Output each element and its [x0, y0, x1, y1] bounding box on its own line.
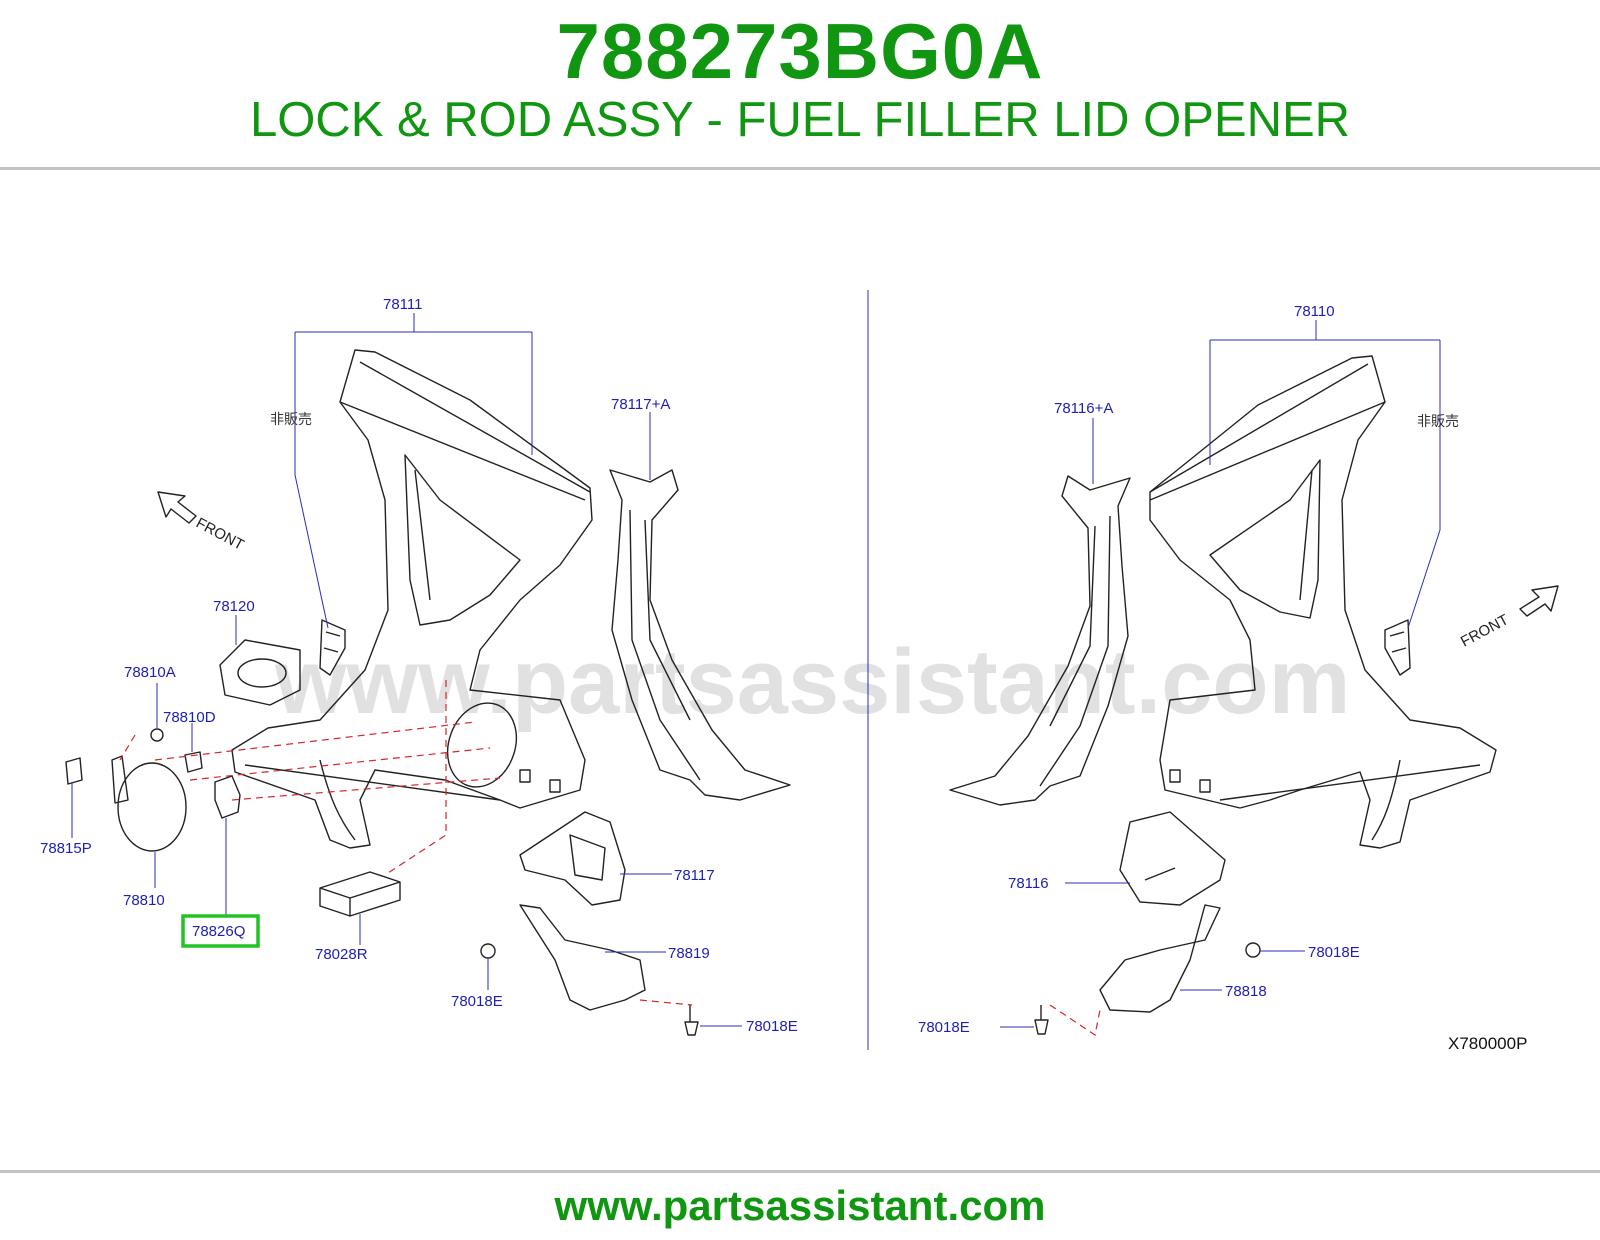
callout-78815p[interactable]: 78815P	[40, 840, 92, 857]
header-divider	[0, 167, 1600, 170]
front-arrow-right-icon	[1519, 585, 1559, 617]
leader-not-for-sale-left	[294, 440, 329, 629]
fuel-filler-lid-78810	[111, 755, 187, 852]
callout-78818[interactable]: 78818	[1225, 983, 1267, 1000]
leader-78111	[294, 313, 533, 455]
bumper-78810d	[184, 751, 203, 773]
front-label-left: FRONT	[193, 515, 247, 554]
clip-78018e-left-lower	[684, 1005, 699, 1036]
left-striker-bracket	[319, 619, 346, 676]
callout-78116a[interactable]: 78116+A	[1054, 400, 1113, 417]
lock-rod-78826q	[214, 775, 241, 819]
right-striker-bracket	[1384, 619, 1411, 676]
clip-78018e-right-upper	[1245, 942, 1261, 958]
gusset-78117	[519, 811, 626, 906]
left-quarter-panel	[231, 349, 593, 849]
front-arrow-left-icon	[157, 491, 197, 524]
diagram-reference-code: X780000P	[1448, 1034, 1527, 1053]
part-number: 788273BG0A	[556, 7, 1044, 95]
left-inner-pillar	[609, 469, 791, 801]
leader-not-for-sale-right	[1407, 440, 1441, 629]
not-for-sale-label-left: 非販売	[270, 412, 312, 428]
callout-78826q[interactable]: 78826Q	[192, 923, 245, 940]
left-assembly-line-3	[189, 747, 491, 781]
right-quarter-panel	[1149, 355, 1497, 849]
callout-78120[interactable]: 78120	[213, 598, 255, 615]
parts-diagram: www.partsassistant.com	[40, 290, 1559, 1053]
clip-78018e-left-upper	[480, 943, 496, 959]
leader-78110	[1209, 320, 1441, 465]
left-assembly-line-1	[119, 734, 136, 761]
callout-78116[interactable]: 78116	[1008, 875, 1049, 892]
pad-78028r	[319, 871, 401, 917]
part-title: LOCK & ROD ASSY - FUEL FILLER LID OPENER	[249, 93, 1351, 147]
callout-78810a[interactable]: 78810A	[124, 664, 176, 681]
mudguard-78819	[519, 904, 646, 1011]
hinge-78815p	[65, 757, 83, 785]
callout-78117[interactable]: 78117	[674, 867, 715, 884]
callout-78028r[interactable]: 78028R	[315, 946, 368, 963]
bolt-78810a	[150, 728, 164, 742]
callout-78018e-left-upper[interactable]: 78018E	[451, 993, 503, 1010]
left-assembly-line-5	[384, 680, 447, 876]
callout-78826q-highlight	[181, 914, 260, 948]
callout-78018e-right-lower[interactable]: 78018E	[918, 1019, 970, 1036]
callout-78110[interactable]: 78110	[1294, 303, 1335, 320]
left-assembly-line-4	[231, 777, 501, 801]
footer-url[interactable]: www.partsassistant.com	[554, 1182, 1046, 1229]
callout-78018e-right-upper[interactable]: 78018E	[1308, 944, 1360, 961]
left-assembly-line-6	[639, 999, 693, 1006]
not-for-sale-label-right: 非販売	[1417, 414, 1459, 430]
callout-78810[interactable]: 78810	[123, 892, 165, 909]
footer-divider	[0, 1170, 1600, 1173]
mudguard-78818	[1099, 904, 1221, 1013]
watermark-text: www.partsassistant.com	[274, 631, 1350, 733]
page-header: 788273BG0A LOCK & ROD ASSY - FUEL FILLER…	[0, 0, 1600, 170]
gusset-78116	[1119, 811, 1226, 906]
callout-78117a[interactable]: 78117+A	[611, 396, 670, 413]
right-inner-pillar	[949, 475, 1131, 806]
callout-78810d[interactable]: 78810D	[163, 709, 216, 726]
clip-78018e-right-lower	[1034, 1005, 1049, 1035]
filler-base-78120	[219, 639, 301, 706]
front-label-right: FRONT	[1458, 611, 1512, 650]
callout-78111[interactable]: 78111	[383, 296, 423, 313]
callout-78018e-left-lower[interactable]: 78018E	[746, 1018, 798, 1035]
right-assembly-line-1	[1049, 1004, 1101, 1036]
left-assembly-line-2	[154, 721, 476, 761]
callout-78819[interactable]: 78819	[668, 945, 710, 962]
